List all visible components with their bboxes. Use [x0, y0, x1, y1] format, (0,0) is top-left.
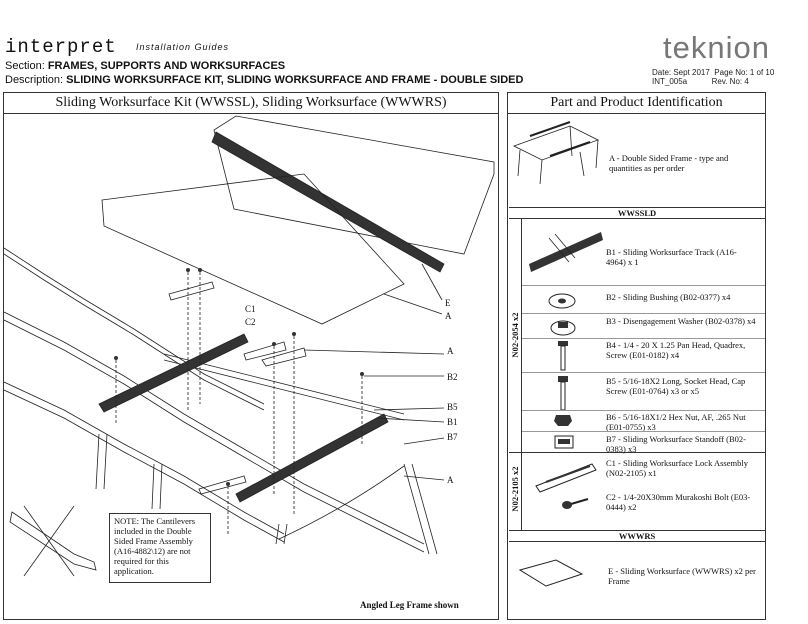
callout-b1: B1 [447, 417, 458, 427]
document-meta: Date: Sept 2017 Page No: 1 of 10 INT_005… [652, 68, 774, 86]
standoff-bottom [198, 475, 247, 495]
group-separator [509, 452, 765, 453]
cap-screw-icon [558, 376, 568, 411]
part-a-label: A - Double Sided Frame - type and quanti… [609, 153, 729, 173]
screw-dot-2 [198, 268, 202, 272]
row-divider [522, 313, 765, 314]
meta-date: Date: Sept 2017 [652, 68, 710, 77]
part-b7-label: B7 - Sliding Worksurface Standoff (B02-0… [606, 434, 746, 454]
callout-b7: B7 [447, 432, 458, 442]
meta-code: INT_005a [652, 77, 688, 86]
callout-b2: B2 [447, 372, 458, 382]
cantilever-inset [9, 511, 97, 571]
brand-name: interpret [5, 36, 117, 58]
standoff-left [168, 281, 215, 301]
section-wwssld: WWSSLD [509, 207, 765, 219]
lock-assembly-icon [535, 463, 597, 493]
group1-label: N02-2054 x2 [510, 312, 520, 358]
frame-rail-2 [4, 253, 265, 411]
leader-a1 [383, 293, 443, 315]
worksurface-e [213, 115, 495, 255]
lock-assembly-c2 [261, 347, 307, 367]
group-divider [521, 219, 522, 531]
frame-leg-2 [151, 463, 163, 510]
callout-a-mid: A [447, 346, 454, 356]
parts-panel-title: Part and Product Identification [508, 93, 765, 114]
section-line: Section: FRAMES, SUPPORTS AND WORKSURFAC… [5, 60, 286, 72]
cantilever-cross-2 [23, 505, 75, 577]
washer-icon [550, 320, 576, 336]
meta-page: Page No: 1 of 10 [714, 68, 775, 77]
part-e-label: E - Sliding Worksurface (WWWRS) x2 per F… [608, 566, 756, 586]
leader-b5 [373, 407, 445, 411]
frame-leg-3 [275, 523, 288, 545]
screw-dot-5 [360, 372, 364, 376]
frame-leg-4 [403, 463, 438, 555]
screw-dot-6 [226, 482, 230, 486]
leader-b1 [375, 417, 445, 423]
screw-dot-4 [292, 332, 296, 336]
callout-a-bottom: A [447, 475, 454, 485]
row-divider [522, 431, 765, 432]
frame-leg-angled [278, 465, 405, 540]
leader-e [421, 263, 443, 301]
leader-b7 [403, 437, 445, 445]
hex-nut-icon [554, 415, 572, 426]
murakoshi-bolt-icon [562, 498, 589, 509]
exploded-view-title: Sliding Worksurface Kit (WWSSL), Sliding… [4, 93, 498, 114]
part-b5-label: B5 - 5/16-18X2 Long, Socket Head, Cap Sc… [606, 376, 746, 396]
frame-footnote: Angled Leg Frame shown [360, 600, 459, 610]
row-divider [522, 338, 765, 339]
cantilever-note: NOTE: The Cantilevers included in the Do… [109, 513, 211, 583]
frame-rail-4 [4, 319, 425, 553]
pan-head-screw-icon [558, 341, 568, 371]
sliding-track-long [211, 131, 445, 273]
lock-assembly-c1 [243, 341, 287, 361]
screw-dot-7 [114, 356, 118, 360]
row-divider [522, 410, 765, 411]
frame-rail-5 [4, 381, 285, 535]
sliding-track-icon [529, 232, 603, 272]
frame-rail-1 [4, 247, 265, 405]
callout-c2: C2 [245, 317, 256, 327]
parts-panel: Part and Product Identification [507, 92, 766, 620]
worksurface-a [101, 173, 405, 325]
frame-rail-3 [4, 311, 425, 545]
part-b6-label: B6 - 5/16-18X1/2 Hex Nut, AF, .265 Nut (… [606, 412, 746, 432]
standoff-icon [554, 435, 574, 449]
part-b2-label: B2 - Sliding Bushing (B02-0377) x4 [606, 292, 731, 302]
exploded-view-drawing [4, 115, 495, 577]
sliding-track-1 [98, 333, 249, 413]
description-line: Description: SLIDING WORKSURFACE KIT, SL… [5, 74, 524, 86]
part-c2-label: C2 - 1/4-20X30mm Murakoshi Bolt (E03-044… [606, 492, 751, 512]
worksurface-icon [518, 559, 584, 587]
exploded-view-panel: Sliding Worksurface Kit (WWSSL), Sliding… [3, 92, 499, 620]
callout-b5: B5 [447, 402, 458, 412]
callout-a-top: A [445, 311, 452, 321]
frame-leg-1 [95, 433, 108, 490]
group2-label: N02-2105 x2 [510, 466, 520, 512]
meta-rev: Rev. No: 4 [711, 77, 749, 86]
section-wwwrs: WWWRS [509, 530, 765, 542]
part-b3-label: B3 - Disengagement Washer (B02-0378) x4 [606, 316, 756, 326]
part-b1-label: B1 - Sliding Worksurface Track (A16-4964… [606, 247, 737, 267]
brand-subtitle: Installation Guides [136, 42, 230, 52]
leader-a3 [403, 475, 445, 481]
row-divider [522, 285, 765, 286]
row-divider [522, 372, 765, 373]
frame-a-thumbnail [512, 121, 600, 185]
leader-a2 [303, 349, 445, 355]
teknion-logo: teknion [663, 30, 770, 65]
sliding-track-2 [235, 413, 389, 503]
callout-c1: C1 [245, 304, 256, 314]
frame-crossbar-1 [163, 353, 405, 415]
part-c1-label: C1 - Sliding Worksurface Lock Assembly (… [606, 458, 748, 478]
frame-crossbar-2 [163, 359, 405, 421]
bushing-icon [548, 293, 576, 309]
screw-dot-1 [186, 268, 190, 272]
part-b4-label: B4 - 1/4 - 20 X 1.25 Pan Head, Quadrex, … [606, 340, 746, 360]
screw-dot-3 [272, 342, 276, 346]
callout-e: E [445, 298, 451, 308]
